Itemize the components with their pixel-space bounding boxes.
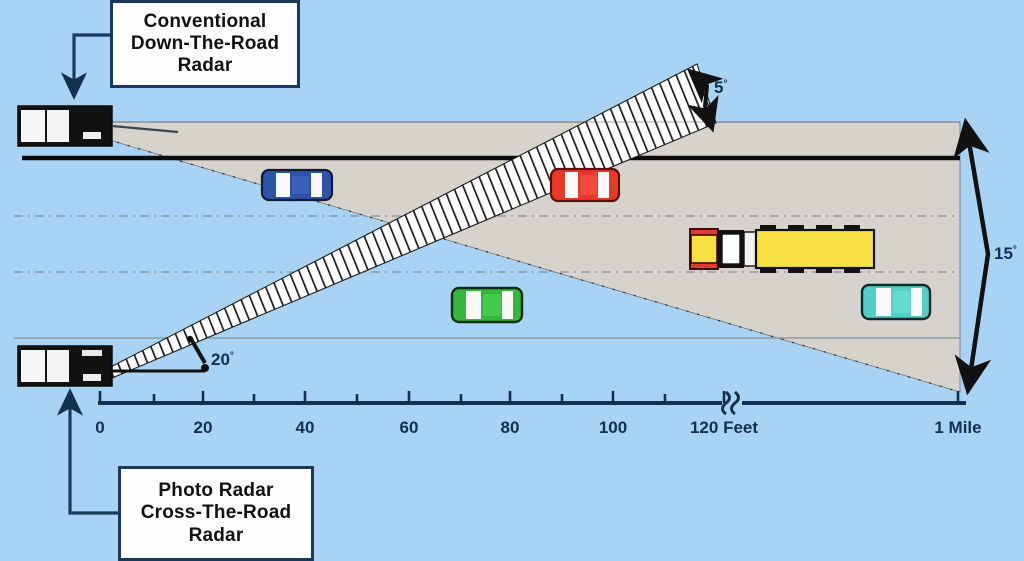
callout-line: Radar xyxy=(188,524,244,546)
axis-break-marker xyxy=(721,390,731,416)
axis-tick-label: 80 xyxy=(500,418,520,437)
photo-callout-leader xyxy=(56,388,118,515)
degree-symbol: ° xyxy=(229,350,234,362)
teal-car xyxy=(860,283,932,321)
police-car-conventional xyxy=(17,105,179,147)
conventional-down-the-road-radar-label: Conventional Down-The-Road Radar xyxy=(110,0,300,88)
axis-tick-label: 100 xyxy=(598,418,628,437)
callout-line: Photo Radar xyxy=(158,480,274,502)
angle-20-degree-label: 20° xyxy=(211,350,234,369)
angle-5-degree-label: 5° xyxy=(714,78,728,97)
callout-line: Down-The-Road xyxy=(130,32,280,54)
axis-tick-label: 1 Mile xyxy=(934,418,982,437)
red-car xyxy=(549,167,621,203)
angle-15-arrow xyxy=(953,117,992,396)
callout-line: Conventional xyxy=(143,10,267,32)
axis-tick-label: 120 Feet xyxy=(689,418,759,437)
police-car-photo-radar xyxy=(17,345,113,387)
angle-15-degree-label: 15° xyxy=(994,244,1017,263)
angle-5-arrow xyxy=(686,68,724,133)
axis-tick-label: 60 xyxy=(399,418,419,437)
axis-tick-label: 20 xyxy=(193,418,213,437)
axis-tick-label: 0 xyxy=(95,418,105,437)
callout-line: Radar xyxy=(177,55,233,77)
degree-symbol: ° xyxy=(1012,244,1017,256)
photo-radar-cross-the-road-label: Photo Radar Cross-The-Road Radar xyxy=(118,466,314,561)
conventional-callout-leader xyxy=(60,33,110,100)
axis-tick-label: 40 xyxy=(295,418,315,437)
distance-axis xyxy=(98,390,966,416)
callout-line: Cross-The-Road xyxy=(140,502,292,524)
blue-car xyxy=(260,168,334,202)
degree-symbol: ° xyxy=(723,78,728,90)
yellow-truck xyxy=(689,225,876,273)
green-car xyxy=(450,286,524,324)
angle-20-indicator xyxy=(96,335,209,373)
